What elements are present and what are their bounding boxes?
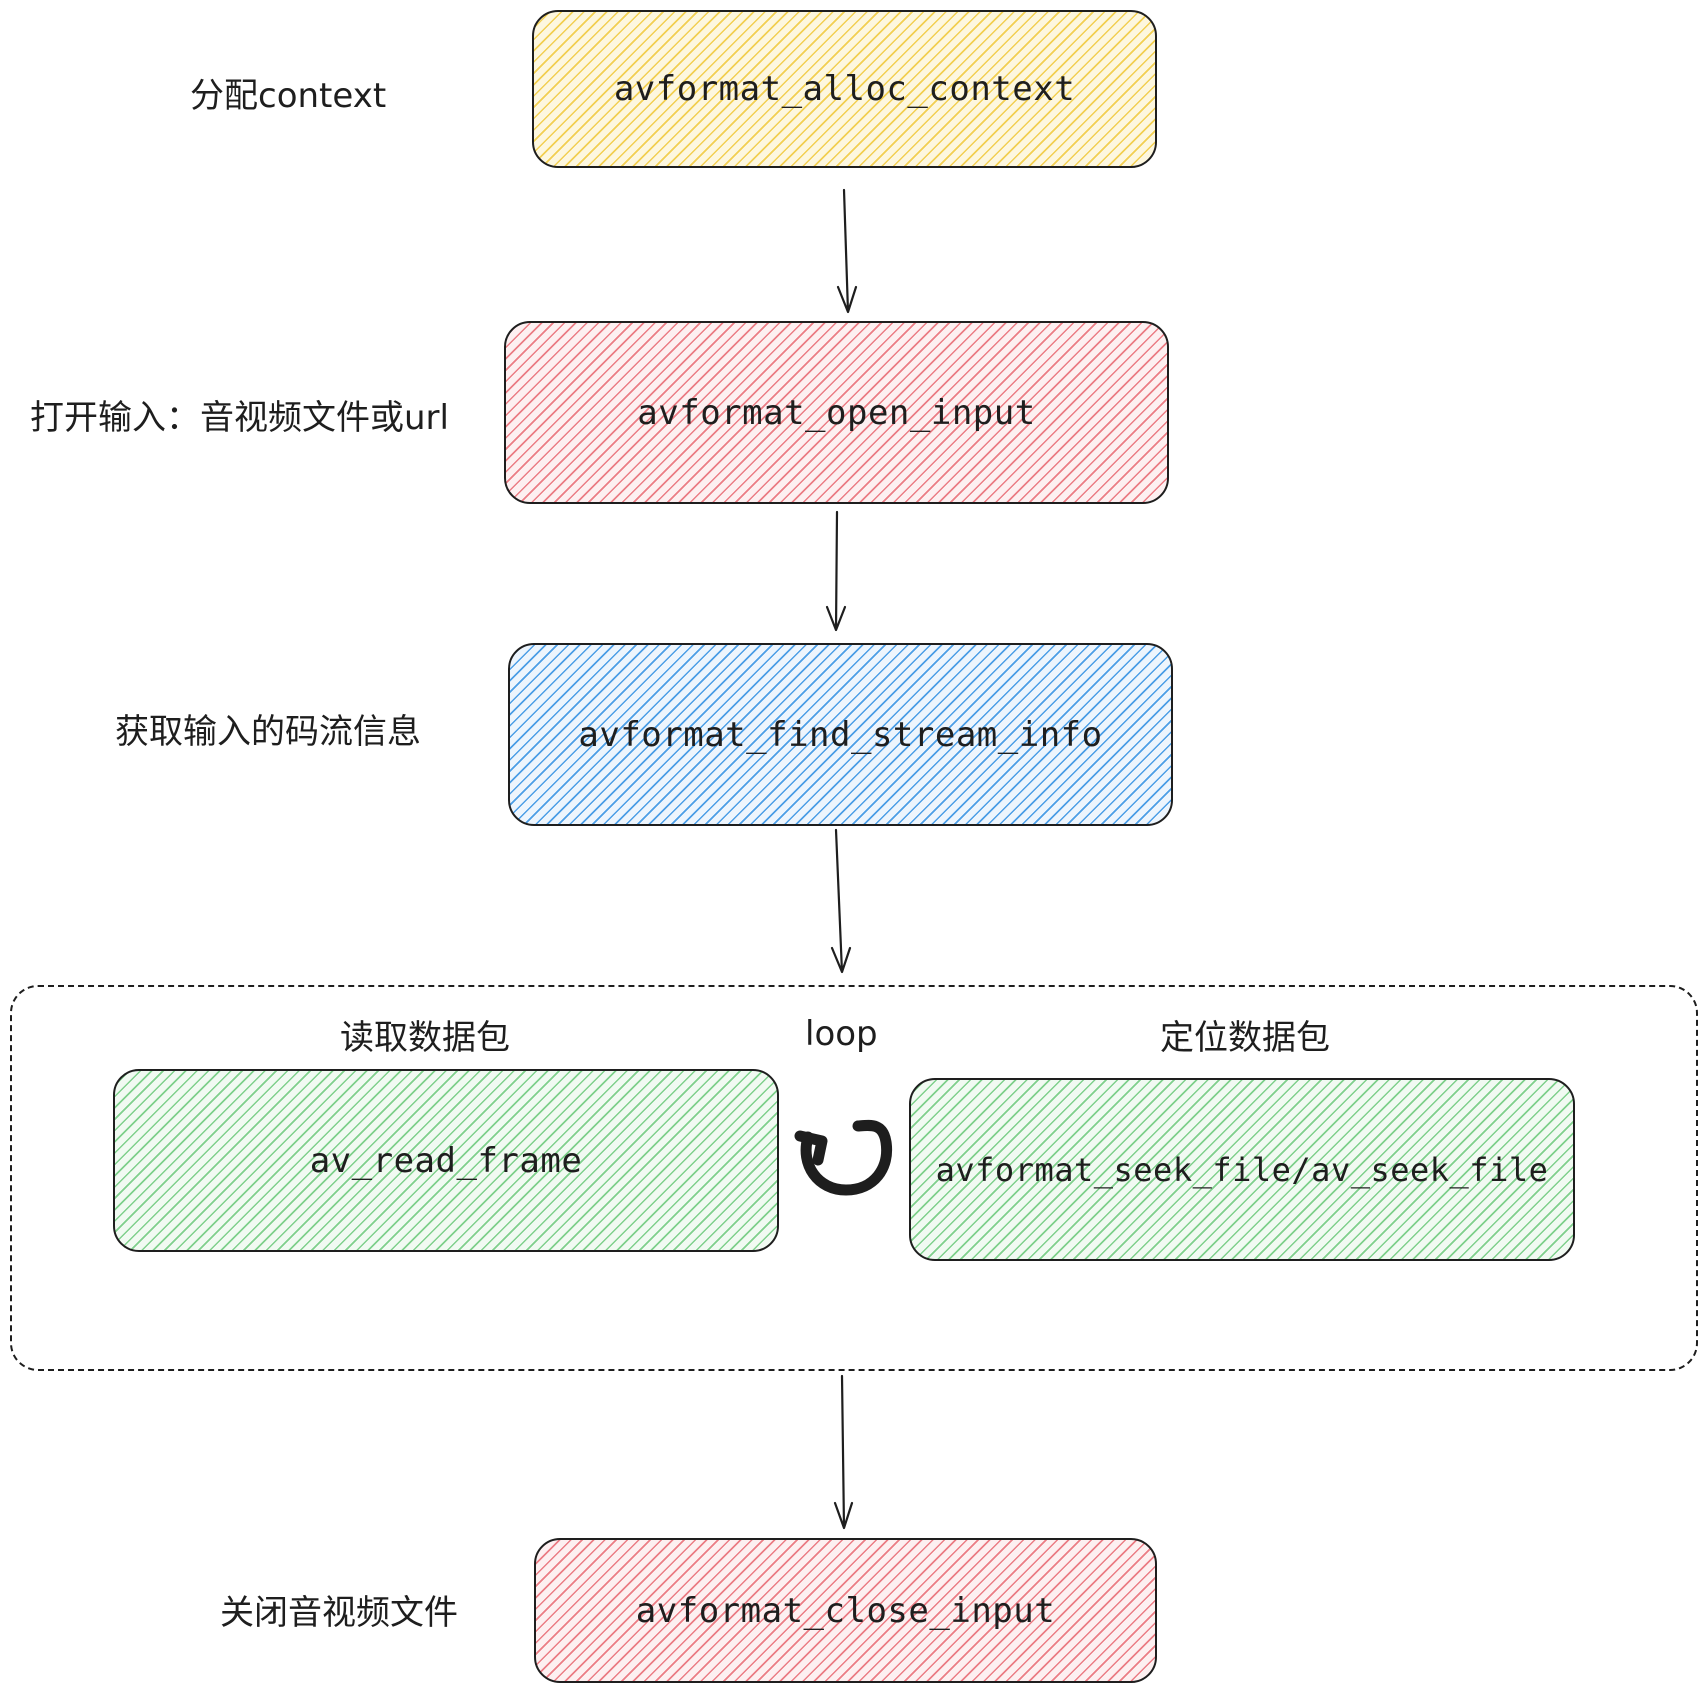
close-input-box: avformat_close_input: [534, 1538, 1157, 1683]
read-packet-label: 读取数据包: [340, 1018, 510, 1058]
alloc-context-box: avformat_alloc_context: [532, 10, 1157, 168]
seek-file-box: avformat_seek_file/av_seek_file: [909, 1078, 1575, 1261]
step-open-label: 打开输入：音视频文件或url: [30, 398, 449, 438]
loop-icon: [794, 1119, 893, 1196]
arrow-open-to-find: [825, 510, 847, 632]
step-find-label: 获取输入的码流信息: [115, 712, 421, 752]
seek-packet-label: 定位数据包: [1160, 1018, 1330, 1058]
loop-frame: [10, 985, 1698, 1371]
step-alloc-label: 分配context: [190, 76, 387, 116]
arrow-alloc-to-open: [836, 188, 858, 314]
read-frame-func: av_read_frame: [309, 1140, 583, 1181]
open-input-box: avformat_open_input: [504, 321, 1169, 504]
arrow-loop-to-close: [833, 1374, 854, 1530]
read-frame-box: av_read_frame: [113, 1069, 779, 1252]
seek-file-func: avformat_seek_file/av_seek_file: [935, 1150, 1549, 1189]
arrow-find-to-loop: [830, 828, 852, 974]
close-input-func: avformat_close_input: [635, 1590, 1056, 1631]
loop-title: loop: [805, 1014, 878, 1054]
step-close-label: 关闭音视频文件: [220, 1593, 458, 1633]
find-stream-info-box: avformat_find_stream_info: [508, 643, 1173, 826]
open-input-func: avformat_open_input: [637, 392, 1036, 433]
alloc-context-func: avformat_alloc_context: [613, 69, 1076, 109]
find-stream-info-func: avformat_find_stream_info: [578, 714, 1103, 755]
